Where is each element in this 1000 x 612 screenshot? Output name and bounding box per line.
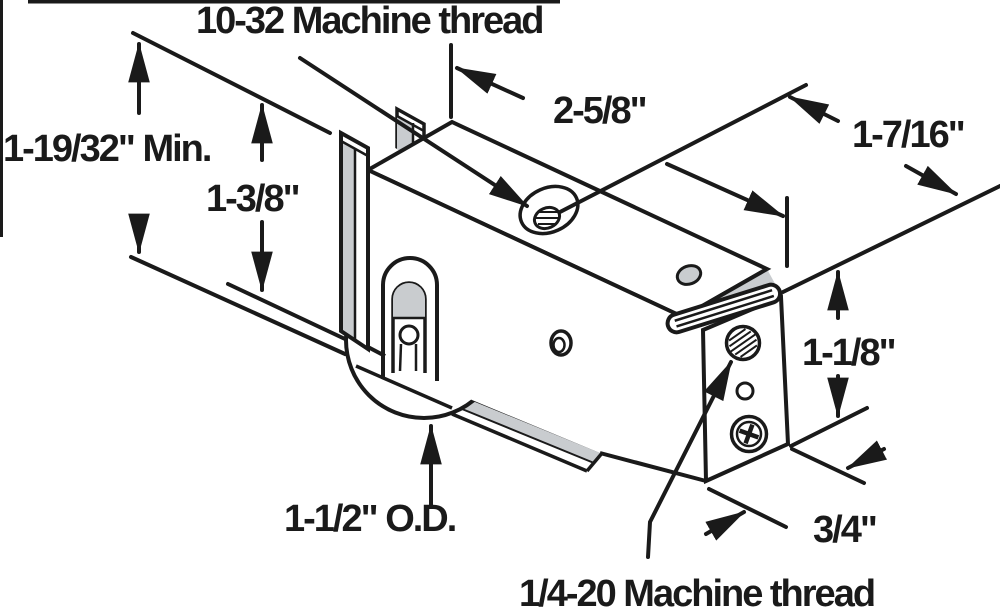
- bracket-plate-front: [339, 129, 370, 353]
- label-height-118: 1-1/8": [802, 332, 895, 374]
- wheel-slot: [381, 256, 439, 381]
- dim716-ext-right: [781, 184, 1000, 294]
- dim716-arrow-right: [904, 164, 958, 196]
- dimension-labels: 10-32 Machine thread 1-19/32" Min. 1-3/8…: [3, 0, 966, 612]
- dim34-ext-back: [790, 447, 866, 485]
- wheel-groove-line: [355, 364, 453, 410]
- dim258-arrow-left: [455, 66, 525, 100]
- end-cap: [665, 267, 791, 485]
- crop-artifact-top: [28, 0, 560, 4]
- end-small-hole: [735, 381, 755, 401]
- leader-10-32: [298, 56, 529, 208]
- label-wheel-od: 1-1/2" O.D.: [284, 498, 455, 540]
- dim34-arrow-front: [704, 510, 746, 541]
- dim716-ext-left: [558, 83, 808, 214]
- housing-front-face: [365, 168, 707, 483]
- rolled-lip: [665, 282, 783, 335]
- crop-artifact-left: [0, 0, 3, 237]
- dimension-lines: [128, 42, 1000, 559]
- label-height-138: 1-3/8": [206, 178, 299, 220]
- label-dist-716: 1-7/16": [852, 114, 964, 156]
- front-small-hole: [549, 329, 573, 357]
- dim716-arrow-left: [788, 95, 840, 124]
- dim258-arrow-right: [665, 162, 785, 218]
- label-thread-bottom: 1/4-20 Machine thread: [519, 573, 874, 612]
- label-length-258: 2-5/8": [553, 90, 646, 132]
- label-thread-top: 10-32 Machine thread: [196, 0, 542, 42]
- dim34-ext-front: [707, 487, 788, 529]
- leader-14-20: [646, 360, 733, 559]
- label-min-height: 1-19/32" Min.: [3, 128, 210, 170]
- dim118-ext-bottom: [789, 406, 869, 448]
- axle-pin: [398, 324, 420, 346]
- top-small-hole: [675, 264, 703, 286]
- phillips-screw: [729, 414, 769, 454]
- min-height-bottom-line: [129, 255, 347, 356]
- label-depth-34: 3/4": [813, 509, 876, 551]
- end-threaded-hole: [724, 324, 762, 362]
- dim34-arrow-back: [846, 440, 888, 470]
- reference-lines: [129, 31, 364, 356]
- track-top-line: [131, 31, 332, 135]
- housing-bottom-line: [226, 282, 364, 349]
